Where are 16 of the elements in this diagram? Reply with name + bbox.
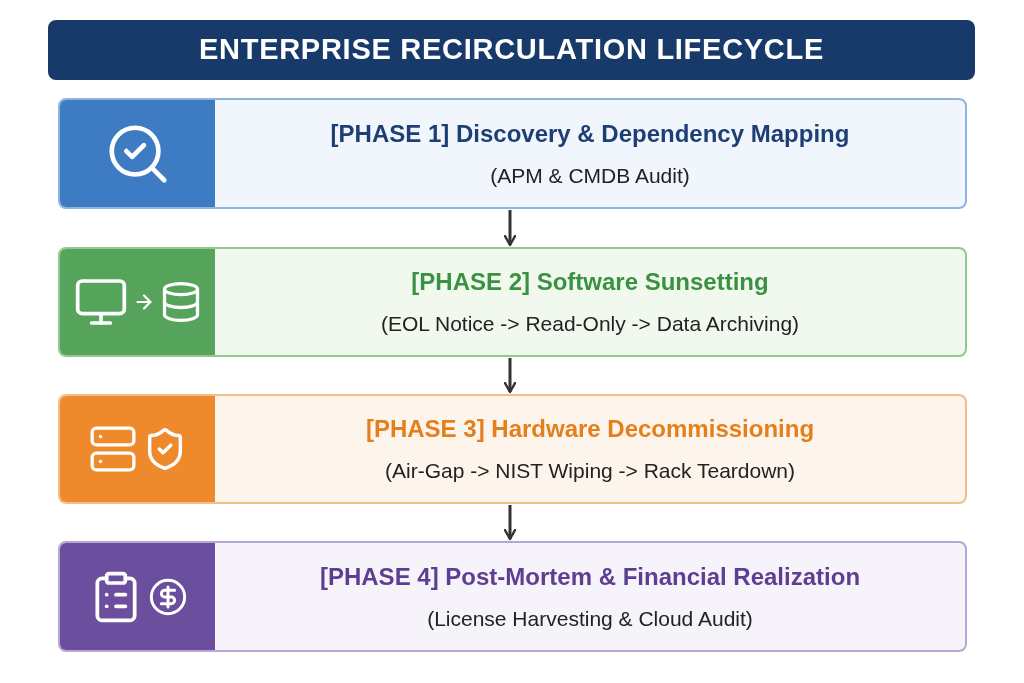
arrow (503, 505, 517, 541)
phase-details: (EOL Notice -> Read-Only -> Data Archiving) (380, 311, 800, 338)
phase-heading: [PHASE 2] Software Sunsetting (411, 267, 769, 298)
phase-details: (Air-Gap -> NIST Wiping -> Rack Teardown) (385, 458, 795, 485)
phase-box (58, 98, 967, 209)
arrow (503, 210, 517, 247)
phase-details: (APM & CMDB Audit) (490, 162, 690, 189)
phase-box (58, 394, 967, 504)
phase-heading: [PHASE 1] Discovery & Dependency Mapping (330, 118, 850, 149)
phase-heading: [PHASE 4] Post-Mortem & Financial Realization (319, 561, 861, 592)
phase-box (58, 247, 967, 357)
title-banner: ENTERPRISE RECIRCULATION LIFECYCLE (48, 20, 975, 80)
phase-details: (License Harvesting & Cloud Audit) (427, 605, 753, 632)
phase-box (58, 541, 967, 652)
phase-heading: [PHASE 3] Hardware Decommissioning (365, 414, 815, 445)
arrow (503, 358, 517, 394)
